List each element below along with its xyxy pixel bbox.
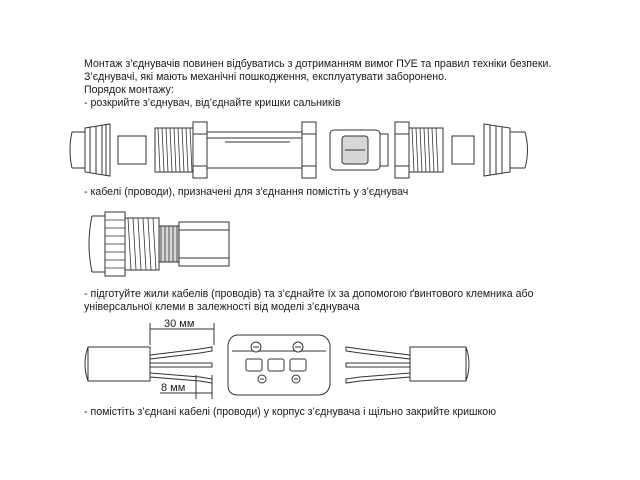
dimension-8mm: 8 мм <box>161 382 185 394</box>
right-threaded-body <box>301 121 317 179</box>
wire-stripping-figure: 30 мм 8 мм <box>84 318 470 399</box>
cable-body <box>178 221 230 267</box>
connector-housing <box>206 131 303 169</box>
intro-line-2: З’єднувачі, які мають механічні пошкодже… <box>84 71 447 83</box>
step-4-text: - помістіть з’єднані кабелі (проводи) у … <box>84 406 497 418</box>
left-threaded-body <box>154 121 208 179</box>
step-3-text-line-1: - підготуйте жили кабелів (проводів) та … <box>84 288 534 300</box>
step-2-text: - кабелі (проводи), призначені для з’єдн… <box>84 186 409 198</box>
right-nut <box>394 121 444 179</box>
step-3-text-line-2: універсальної клеми в залежності від мод… <box>84 301 360 313</box>
step-1-text: - розкрийте з’єднувач, від’єднайте кришк… <box>84 97 341 109</box>
cable-in-connector-figure <box>88 211 230 277</box>
dimension-30mm: 30 мм <box>164 318 194 330</box>
screw-terminal-block <box>227 334 331 396</box>
terminal-block <box>329 129 389 171</box>
left-gland-cap <box>84 123 111 177</box>
intro-line-1: Монтаж з’єднувачів повинен відбуватись з… <box>84 58 552 70</box>
intro-line-3: Порядок монтажу: <box>84 84 174 96</box>
left-cable <box>84 346 151 382</box>
right-cable <box>409 346 470 382</box>
right-gland-cap <box>483 123 511 177</box>
exploded-connector-figure <box>69 121 528 179</box>
